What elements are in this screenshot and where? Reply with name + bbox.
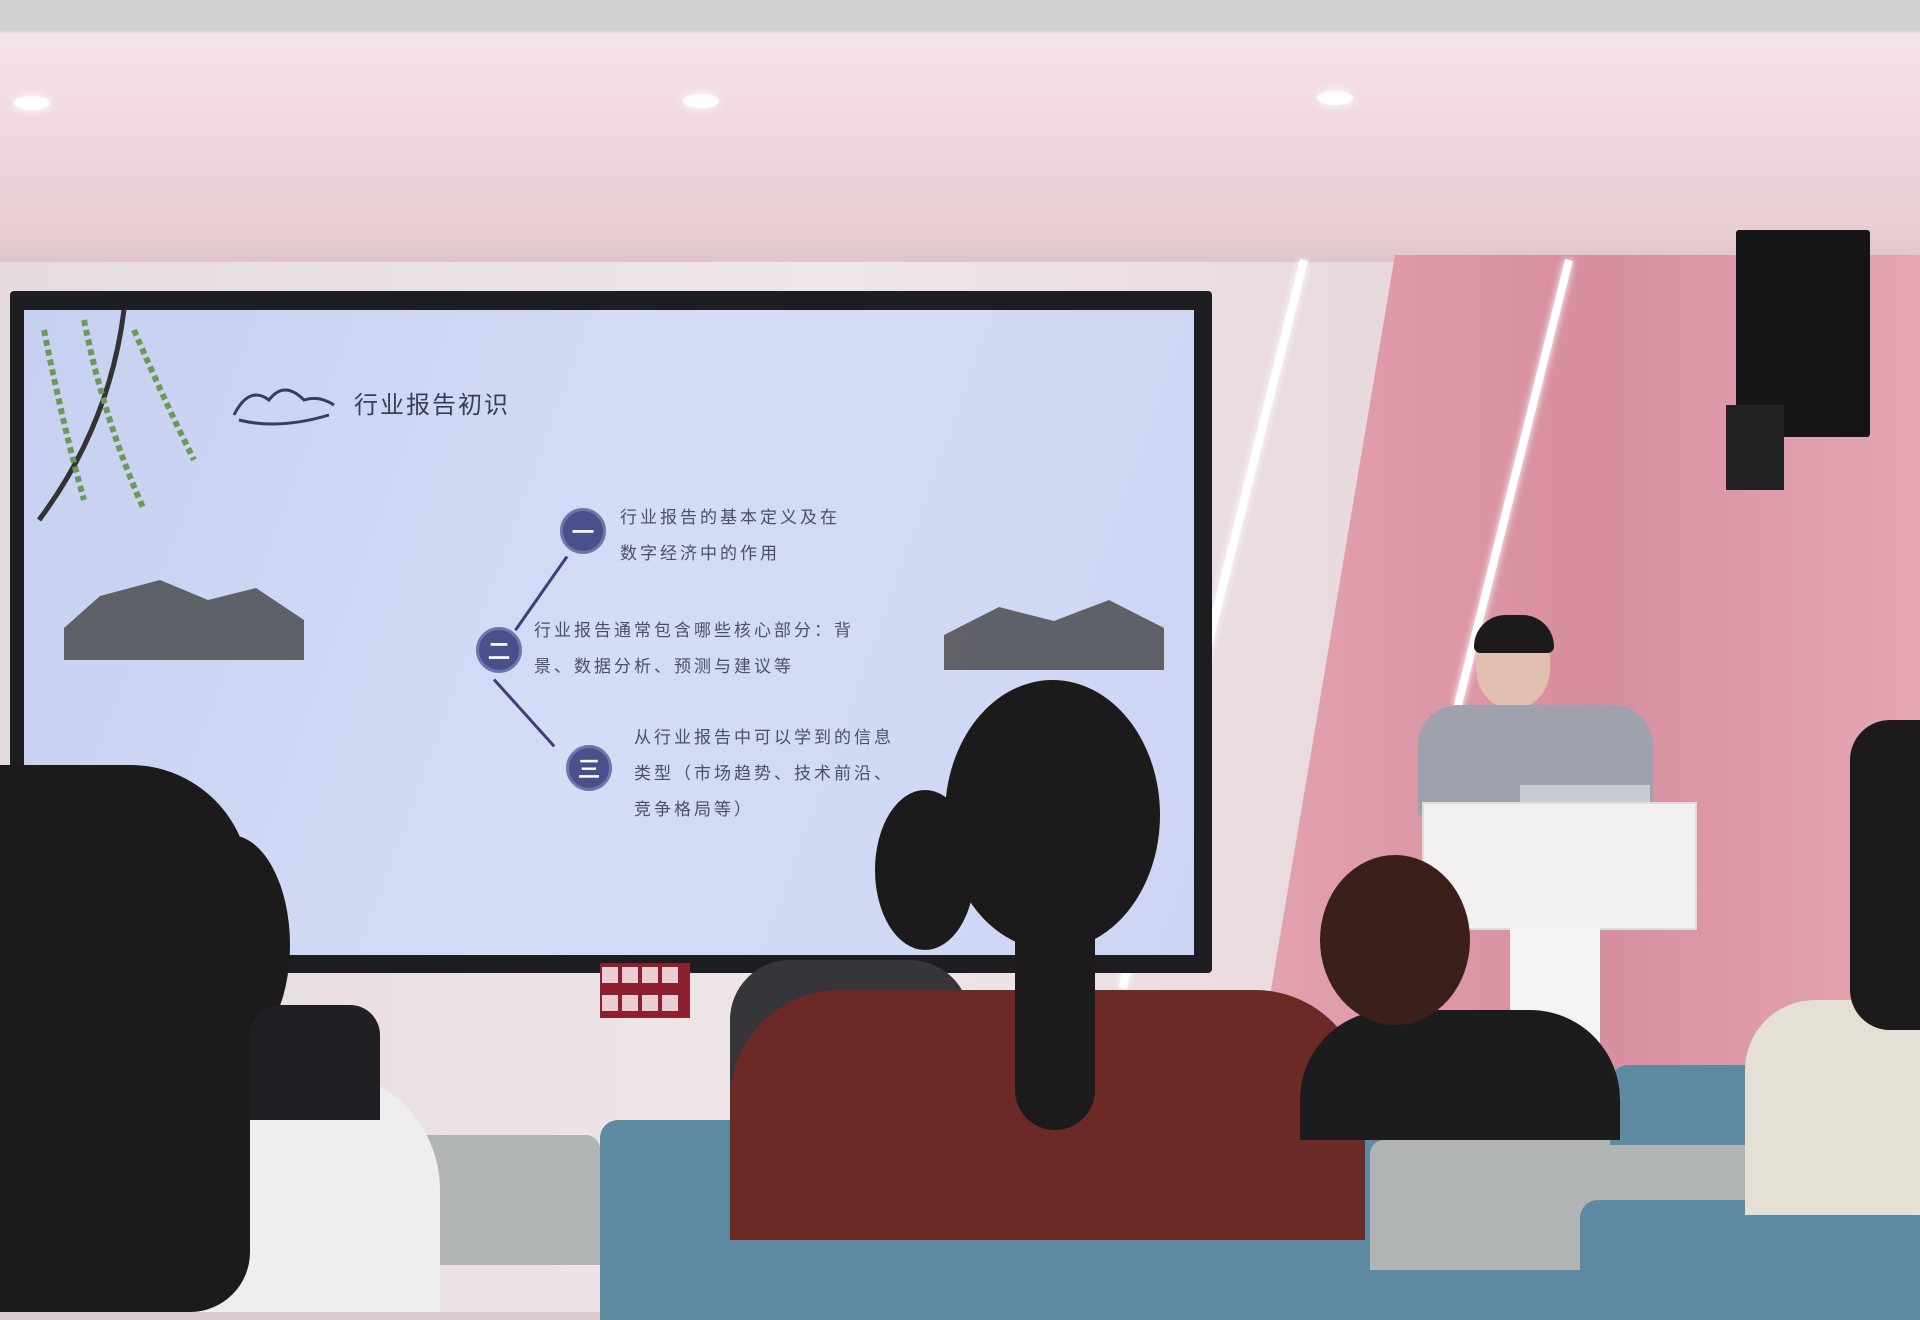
ponytail: [1015, 880, 1095, 1130]
village-illustration: [64, 580, 304, 660]
wall-speaker: [1736, 230, 1870, 437]
item-line: 从行业报告中可以学到的信息: [634, 728, 894, 748]
audience-head: [1320, 855, 1470, 1025]
item-line: 景、数据分析、预测与建议等: [534, 657, 794, 677]
ceiling-light: [1317, 91, 1353, 105]
audience-head: [1850, 720, 1920, 1030]
item-line: 行业报告通常包含哪些核心部分：背: [534, 621, 854, 641]
arrow-connector: [492, 678, 556, 748]
speaker-mount: [1726, 405, 1784, 490]
marker-three: 三: [566, 745, 612, 791]
item-line: 行业报告的基本定义及在: [620, 508, 840, 528]
item-line: 竞争格局等）: [634, 800, 754, 820]
speaker-hair: [1474, 615, 1554, 653]
audience-member: [1300, 1010, 1620, 1140]
audience-member: [1745, 1000, 1920, 1215]
marker-one: 一: [560, 508, 606, 554]
laptop: [1520, 785, 1650, 803]
item-line: 类型（市场趋势、技术前沿、: [634, 764, 894, 784]
marker-two: 二: [476, 627, 522, 673]
slide-title: 行业报告初识: [354, 391, 510, 419]
village-illustration: [944, 600, 1164, 670]
cloud-ornament-icon: [232, 388, 335, 426]
slide-item-2: 行业报告通常包含哪些核心部分：背 景、数据分析、预测与建议等: [534, 613, 854, 685]
ceiling-light: [683, 94, 719, 108]
willow-tree-illustration: [36, 310, 197, 522]
item-line: 数字经济中的作用: [620, 544, 780, 564]
audience-member: [250, 1005, 380, 1120]
wall-poster: [600, 963, 690, 1018]
seat: [690, 1230, 1470, 1320]
slide-item-1: 行业报告的基本定义及在 数字经济中的作用: [620, 500, 840, 572]
seat: [1580, 1200, 1920, 1320]
podium: [1422, 802, 1697, 930]
slide-item-3: 从行业报告中可以学到的信息 类型（市场趋势、技术前沿、 竞争格局等）: [634, 720, 894, 828]
ceiling-light: [14, 96, 50, 110]
ceiling: [0, 0, 1920, 270]
